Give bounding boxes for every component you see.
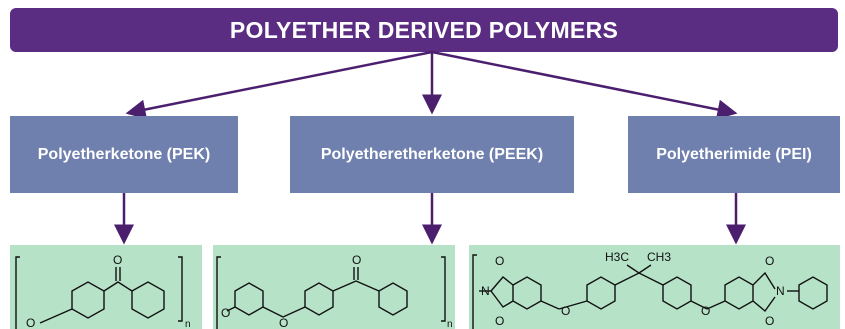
pek-subscript-n: n (185, 319, 191, 329)
pei-imide-o-3: O (765, 254, 774, 268)
pek-structure-drawing: O O n (15, 253, 191, 329)
arrow-to-pei (431, 50, 738, 120)
pei-imide-o-2: O (495, 314, 504, 328)
peek-ether-o-1: O (221, 306, 230, 320)
category-box-peek: Polyetheretherketone (PEEK) (290, 116, 574, 193)
category-box-pek: Polyetherketone (PEK) (10, 116, 238, 193)
peek-subscript-n: n (447, 319, 453, 329)
pei-methyl-2: CH3 (647, 250, 671, 264)
structure-pei: O O N O H3C CH3 O O O N (469, 245, 840, 329)
arrow-to-pek (125, 50, 433, 120)
pek-ether-o: O (26, 316, 35, 329)
peek-structure-drawing: O O O n (216, 253, 453, 329)
peek-ether-o-2: O (279, 316, 288, 329)
structure-pek: O O n (10, 245, 202, 329)
pei-imide-o-1: O (495, 254, 504, 268)
pei-structure-drawing: O O N O H3C CH3 O O O N (472, 250, 828, 329)
peek-carbonyl-o: O (352, 253, 361, 267)
pei-ether-o-2: O (701, 304, 710, 318)
pei-nitrogen-2: N (776, 284, 785, 298)
pei-imide-o-4: O (765, 314, 774, 328)
pek-carbonyl-o: O (113, 253, 122, 267)
structure-peek: O O O n (213, 245, 455, 329)
diagram-title: POLYETHER DERIVED POLYMERS (10, 8, 838, 52)
category-box-pei: Polyetherimide (PEI) (628, 116, 840, 193)
pei-nitrogen-1: N (481, 284, 490, 298)
pei-methyl-1: H3C (605, 250, 629, 264)
pei-ether-o-1: O (561, 304, 570, 318)
